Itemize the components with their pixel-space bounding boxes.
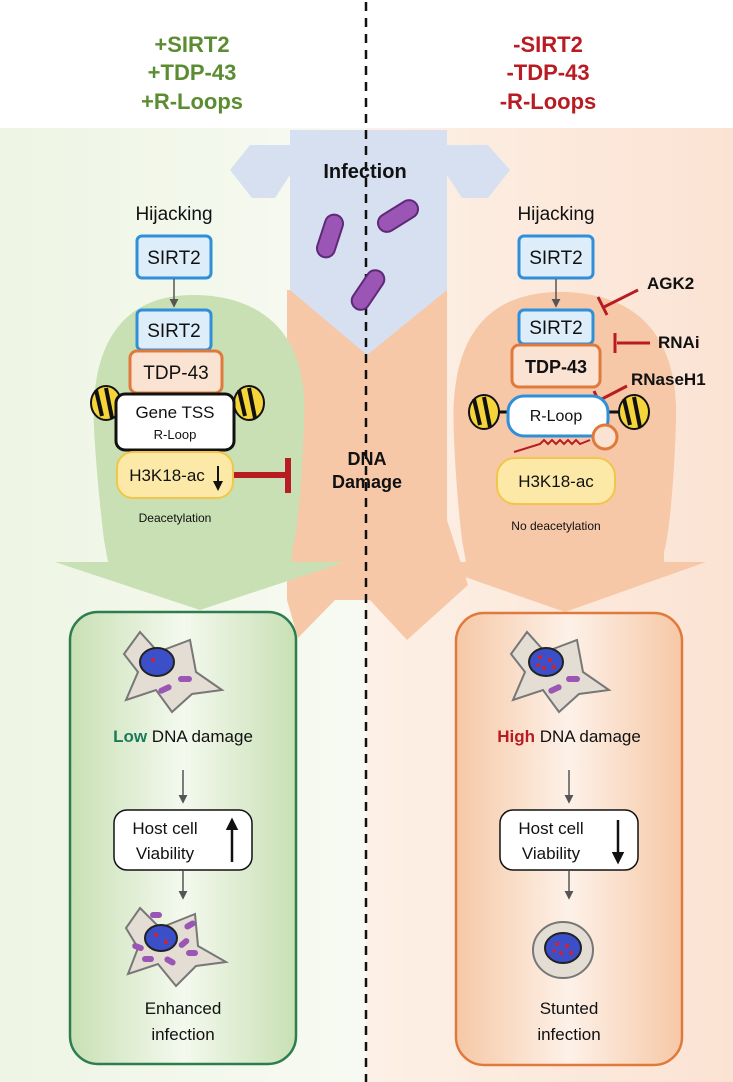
left-gene-tss-label: Gene TSS [135, 403, 214, 422]
right-h3k18-box [496, 457, 616, 505]
left-outcome-line-2: infection [151, 1025, 214, 1044]
right-sirt2-top-box [517, 234, 595, 280]
rnaseh1-inhibition-line [599, 384, 628, 402]
right-viability-box [499, 809, 639, 871]
left-sirt2-complex-label: SIRT2 [147, 321, 201, 342]
rna-strand-icon [513, 438, 591, 453]
stunted-cell-icon [532, 921, 594, 979]
nucleosome-icon [468, 394, 500, 430]
right-rloop-box [506, 394, 610, 438]
left-header-line-1: +SIRT2 [154, 32, 229, 57]
left-sirt2-top-label: SIRT2 [147, 248, 201, 269]
rnaseh1-label: RNaseH1 [631, 370, 706, 389]
dna-damage-label-2: Damage [332, 472, 402, 492]
left-sirt2-top-box [135, 234, 213, 280]
right-header-line-1: -SIRT2 [513, 32, 583, 57]
dna-damage-arrow [287, 290, 468, 640]
left-gene-tss-box [114, 392, 236, 452]
nucleosome-icon [90, 385, 122, 421]
left-header-line-3: +R-Loops [141, 89, 243, 114]
right-header-line-2: -TDP-43 [506, 60, 589, 85]
dna-damage-label-1: DNA [348, 449, 387, 469]
right-viability-label: Viability [522, 844, 581, 863]
right-host-cell-label: Host cell [518, 819, 583, 838]
left-tdp43-label: TDP-43 [143, 363, 208, 384]
host-cell-icon [509, 630, 612, 714]
right-tdp43-box [510, 343, 602, 389]
right-damage-level: High DNA damage [497, 727, 641, 746]
left-h3k18-box [116, 451, 234, 499]
right-outcome-line-2: infection [537, 1025, 600, 1044]
left-h3k18-label: H3K18-ac [129, 466, 205, 485]
nucleosome-icon [233, 385, 265, 421]
left-host-cell-label: Host cell [132, 819, 197, 838]
host-cell-icon [122, 630, 225, 714]
right-no-deacetylation-label: No deacetylation [511, 519, 600, 533]
left-viability-label: Viability [136, 844, 195, 863]
left-viability-box [113, 809, 253, 871]
infection-arrow [230, 130, 510, 355]
right-sirt2-top-label: SIRT2 [529, 248, 583, 269]
right-mechanism-droplet [422, 291, 706, 612]
right-tdp43-label: TDP-43 [525, 357, 587, 377]
left-outcome-line-1: Enhanced [145, 999, 222, 1018]
bacteria-icon [315, 199, 420, 311]
agk2-inhibition-line [603, 288, 639, 309]
left-deacetylation-label: Deacetylation [139, 511, 212, 525]
right-h3k18-label: H3K18-ac [518, 472, 594, 491]
nucleosome-icon [618, 394, 650, 430]
left-header-line-2: +TDP-43 [148, 60, 237, 85]
left-damage-level: Low DNA damage [113, 727, 253, 746]
agk2-inhibition-bar [596, 296, 609, 316]
rnai-label: RNAi [658, 333, 700, 352]
left-hijacking-label: Hijacking [135, 204, 212, 225]
agk2-label: AGK2 [647, 274, 694, 293]
left-rloop-label: R-Loop [154, 427, 197, 442]
infected-cell-icon [124, 906, 230, 988]
right-sirt2-complex-label: SIRT2 [529, 318, 583, 339]
right-rloop-label: R-Loop [530, 408, 583, 425]
right-hijacking-label: Hijacking [517, 204, 594, 225]
infection-label: Infection [323, 161, 406, 183]
right-outcome-line-1: Stunted [540, 999, 599, 1018]
right-header-line-3: -R-Loops [500, 89, 597, 114]
rnaseh-enzyme-icon [591, 423, 619, 451]
